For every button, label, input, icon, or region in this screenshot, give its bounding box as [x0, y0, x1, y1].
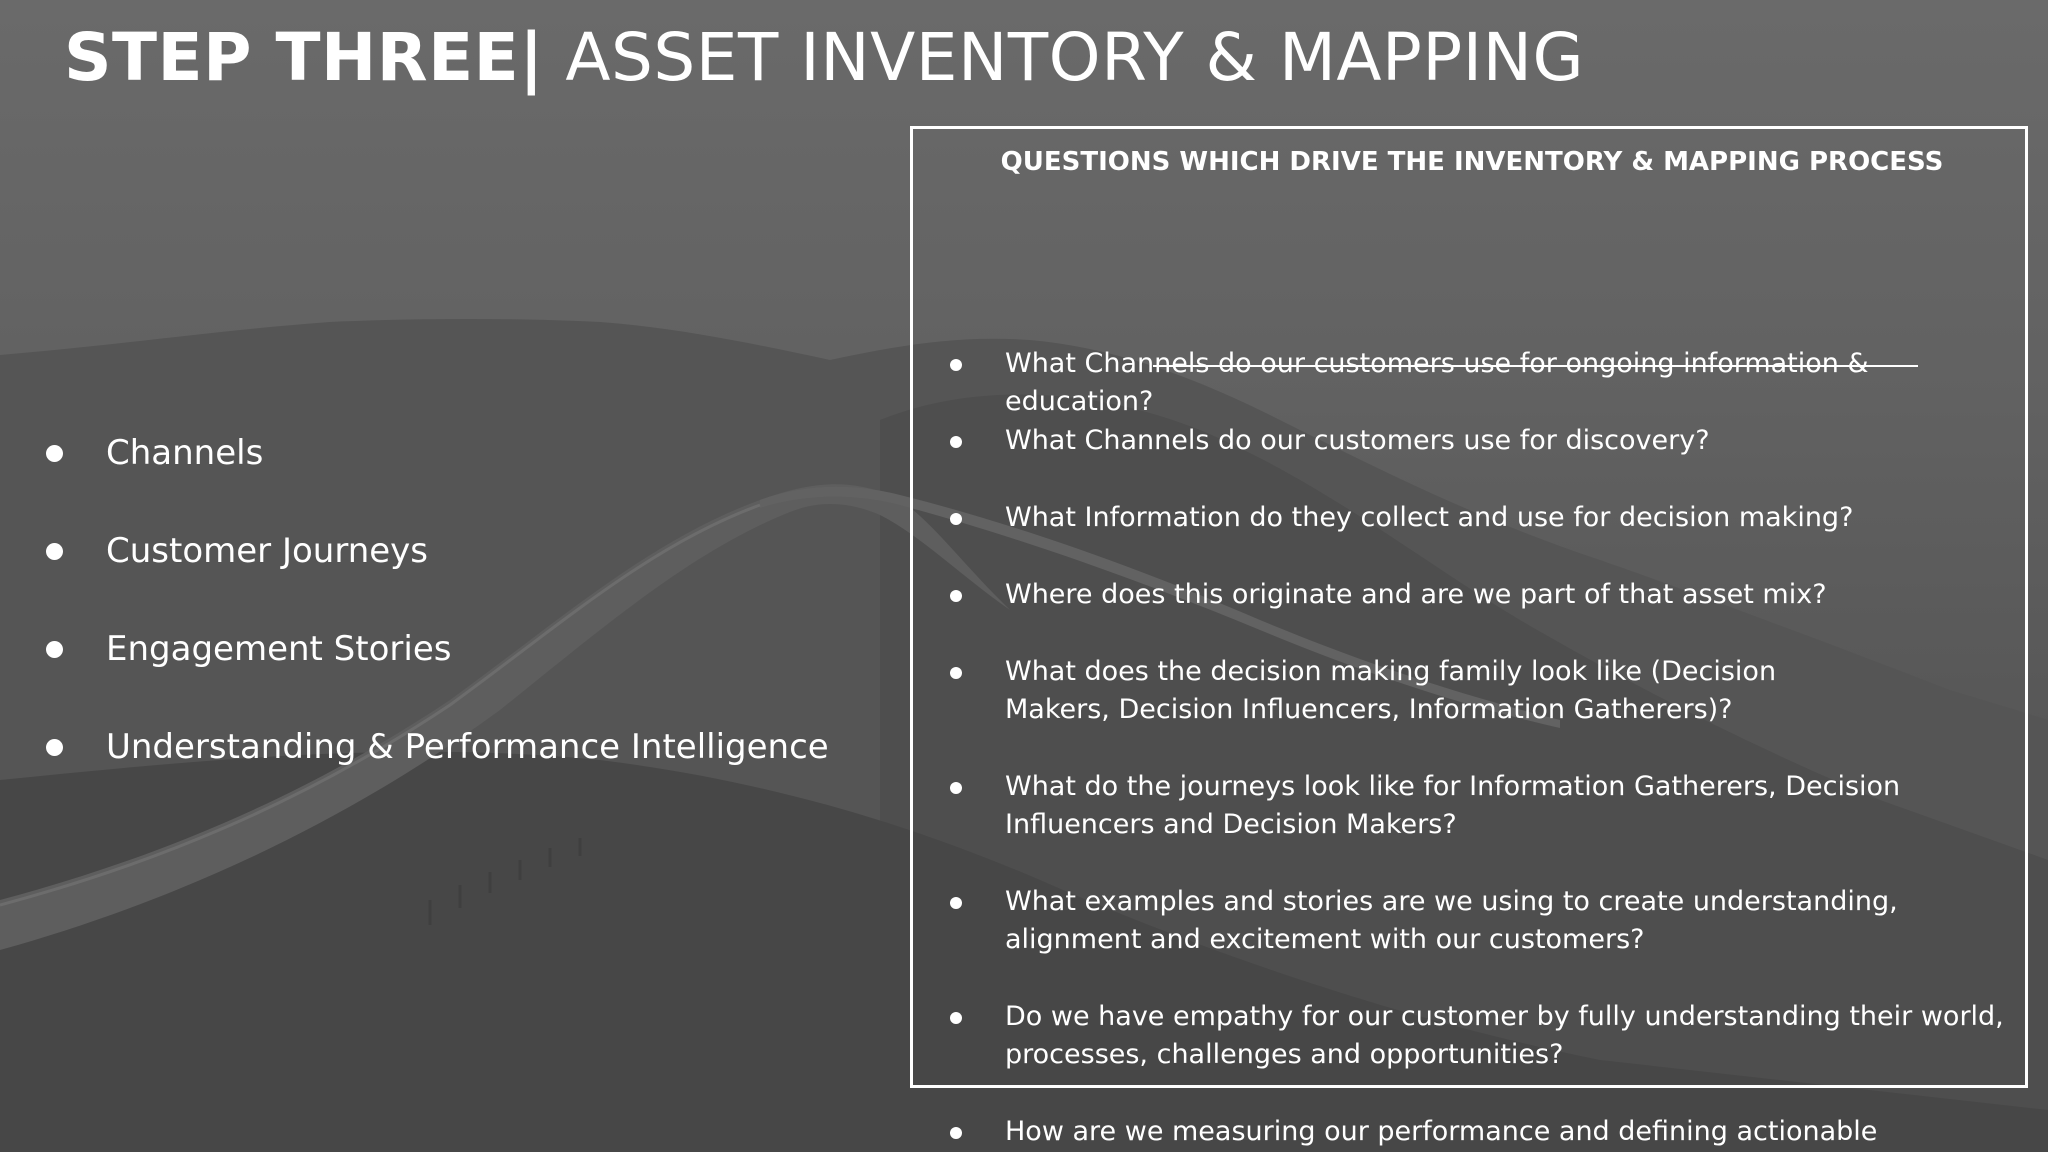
questions-heading: QUESTIONS WHICH DRIVE THE INVENTORY & MA…	[1000, 147, 1944, 177]
list-item: Understanding & Performance Intelligence	[40, 712, 829, 810]
bullet-icon	[950, 667, 962, 679]
slide-title: STEP THREE| ASSET INVENTORY & MAPPING	[64, 18, 1584, 98]
question-text: What examples and stories are we using t…	[1005, 886, 1898, 955]
bullet-icon	[950, 436, 962, 448]
bullet-icon	[46, 543, 63, 560]
question-text: What does the decision making family loo…	[1005, 656, 1777, 725]
question-text: Do we have empathy for our customer by f…	[1005, 1001, 2004, 1070]
bullet-icon	[950, 897, 962, 909]
bullet-icon	[950, 1127, 962, 1139]
slide-title-step: STEP THREE|	[64, 19, 544, 96]
list-item: Engagement Stories	[40, 614, 829, 712]
list-item-label: Channels	[106, 433, 264, 473]
bullet-icon	[46, 739, 63, 756]
list-item: Customer Journeys	[40, 516, 829, 614]
question-text: What Channels do our customers use for o…	[1005, 348, 1869, 417]
bullet-icon	[950, 782, 962, 794]
question-text: What Information do they collect and use…	[1005, 502, 1854, 533]
slide-title-topic: ASSET INVENTORY & MAPPING	[565, 19, 1585, 96]
list-item-label: Engagement Stories	[106, 629, 452, 669]
bullet-icon	[950, 1012, 962, 1024]
bullet-icon	[950, 359, 962, 371]
question-text: Where does this originate and are we par…	[1005, 579, 1827, 610]
question-text: What Channels do our customers use for d…	[1005, 425, 1710, 456]
bullet-icon	[46, 641, 63, 658]
question-text: How are we measuring our performance and…	[1005, 1116, 1878, 1147]
focus-areas-list: Channels Customer Journeys Engagement St…	[40, 418, 829, 810]
list-item-label: Customer Journeys	[106, 531, 429, 571]
question-text: What do the journeys look like for Infor…	[1005, 771, 1901, 840]
bullet-icon	[950, 590, 962, 602]
bullet-icon	[950, 513, 962, 525]
list-item-label: Understanding & Performance Intelligence	[106, 727, 829, 767]
list-item: Channels	[40, 418, 829, 516]
questions-box: QUESTIONS WHICH DRIVE THE INVENTORY & MA…	[910, 126, 2028, 1147]
strikethrough-line	[1153, 365, 1918, 367]
bullet-icon	[46, 445, 63, 462]
